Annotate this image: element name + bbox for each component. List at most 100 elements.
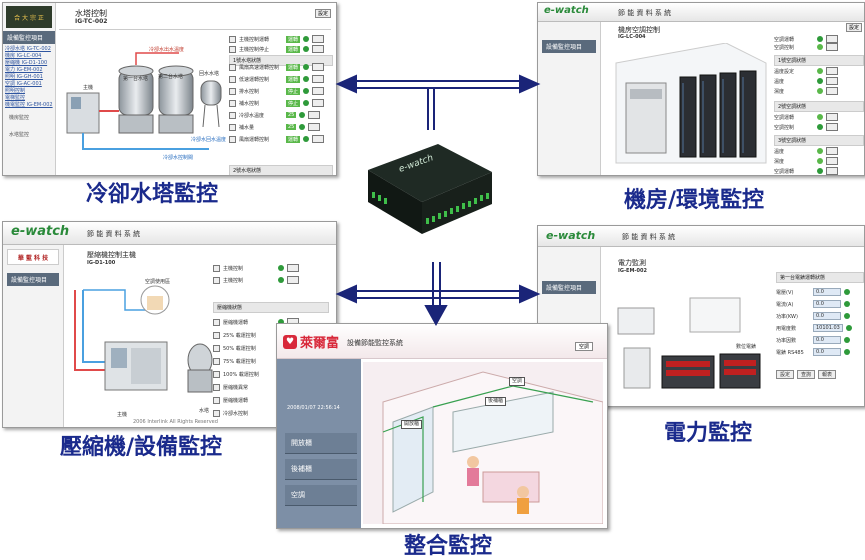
checkbox-icon[interactable] — [213, 383, 220, 391]
checkbox-icon[interactable] — [229, 75, 236, 83]
checkbox-icon[interactable] — [213, 370, 220, 378]
status-badge: 運轉 — [286, 35, 301, 43]
status-badge: 運轉 — [286, 63, 301, 71]
company-name: 華 藍 科 技 — [17, 254, 49, 262]
zone-select[interactable]: 空調 — [574, 342, 593, 351]
value-readout: 0.0 — [813, 348, 841, 356]
toggle-button[interactable] — [312, 75, 325, 83]
checkbox-icon[interactable] — [229, 87, 236, 95]
toggle-button[interactable] — [826, 167, 838, 175]
control-label: 溫度 — [774, 78, 785, 85]
control-label: 主機控制 — [223, 277, 244, 284]
control-row: 主機控制停止運轉 — [229, 45, 325, 53]
toggle-button[interactable] — [826, 35, 838, 43]
control-label: 100% 載運控制 — [223, 371, 259, 378]
toggle-button[interactable] — [312, 87, 325, 95]
control-row: 主機控制 — [213, 276, 299, 284]
toggle-button[interactable] — [826, 67, 838, 75]
checkbox-icon[interactable] — [213, 276, 220, 284]
toggle-button[interactable] — [287, 276, 299, 284]
checkbox-icon[interactable] — [213, 344, 220, 352]
caption-compressor: 壓縮機/設備監控 — [60, 434, 223, 460]
power-meter-diagram — [617, 297, 761, 389]
sidebar-item[interactable]: 照明 IG-GH-001 — [5, 74, 43, 80]
status-badge: 25 — [286, 112, 297, 118]
checkbox-icon[interactable] — [213, 357, 220, 365]
sidebar-item[interactable]: 機房 IG-LC-004 — [5, 53, 42, 59]
status-indicator-icon — [299, 112, 306, 118]
status-indicator-icon — [817, 114, 823, 120]
control-row: 空調控制 — [774, 43, 838, 51]
menu-item-back-case[interactable]: 後補櫃 — [285, 459, 357, 480]
sidebar-item[interactable]: 冷卻水塔 IG-TC-002 — [5, 46, 51, 52]
control-label: 濕度 — [774, 88, 785, 95]
status-indicator-icon — [817, 88, 823, 94]
checkbox-icon[interactable] — [213, 264, 220, 272]
sidebar-header: 設備監控項目 — [3, 31, 55, 44]
toggle-button[interactable] — [826, 147, 838, 155]
toggle-button[interactable] — [312, 63, 325, 71]
checkbox-icon[interactable] — [213, 409, 220, 417]
control-row: 空調控制 — [774, 123, 838, 131]
value-readout: 0.0 — [813, 336, 841, 344]
action-button[interactable]: 報表 — [818, 370, 837, 379]
action-button[interactable]: 查詢 — [797, 370, 816, 379]
sidebar-item[interactable]: 壓縮機 IG-D1-100 — [5, 60, 48, 66]
checkbox-icon[interactable] — [229, 123, 236, 131]
toggle-button[interactable] — [312, 35, 325, 43]
toggle-button[interactable] — [826, 113, 838, 121]
checkbox-icon[interactable] — [229, 35, 236, 43]
menu-item-open-case[interactable]: 開放櫃 — [285, 433, 357, 454]
settings-button[interactable]: 設定 — [314, 9, 331, 18]
control-label: 空調運轉 — [774, 168, 795, 175]
action-button[interactable]: 設定 — [776, 370, 795, 379]
ewatch-controller-device: e-watch — [368, 144, 492, 234]
checkbox-icon[interactable] — [229, 135, 236, 143]
sidebar-item[interactable]: 空調 IG-AC-001 — [5, 81, 42, 87]
checkbox-icon[interactable] — [229, 99, 236, 107]
checkbox-icon[interactable] — [229, 111, 236, 119]
control-label: 補水量 — [239, 124, 255, 131]
device-code: IG-D1-100 — [87, 260, 116, 266]
status-indicator-icon — [303, 64, 310, 70]
checkbox-icon[interactable] — [213, 396, 220, 404]
control-label: 濕度 — [774, 158, 785, 165]
checkbox-icon[interactable] — [229, 63, 236, 71]
device-code: IG-TC-002 — [75, 18, 108, 25]
control-label: 電壓(V) — [776, 289, 794, 296]
control-row: 電壓(V)0.0 — [776, 288, 850, 296]
control-row: 風扇高速運轉控制運轉 — [229, 63, 325, 71]
checkbox-icon[interactable] — [213, 318, 220, 326]
checkbox-icon[interactable] — [213, 331, 220, 339]
status-indicator-icon — [817, 148, 823, 154]
sidebar-item[interactable]: 電梯監控 — [5, 95, 26, 101]
sidebar-item[interactable]: 照明控制 — [5, 88, 26, 94]
toggle-button[interactable] — [826, 87, 838, 95]
settings-button[interactable]: 設定 — [845, 23, 862, 32]
status-indicator-icon — [844, 301, 850, 307]
brand-logo: ♥ 萊爾富 — [283, 332, 339, 351]
checkbox-icon[interactable] — [229, 45, 236, 53]
toggle-button[interactable] — [826, 157, 838, 165]
page-header: 水塔控制 IG-TC-002 設定 — [59, 7, 331, 30]
toggle-button[interactable] — [826, 123, 838, 131]
control-row: 溫度 — [774, 147, 838, 155]
status-indicator-icon — [817, 36, 823, 42]
sidebar-item[interactable]: 電力 IG-EM-002 — [5, 67, 43, 73]
toggle-button[interactable] — [308, 111, 321, 119]
toggle-button[interactable] — [312, 99, 325, 107]
toggle-button[interactable] — [312, 45, 325, 53]
toggle-button[interactable] — [287, 264, 299, 272]
toggle-button[interactable] — [826, 77, 838, 85]
toggle-button[interactable] — [312, 135, 325, 143]
brand-name: 萊爾富 — [300, 336, 340, 351]
toggle-button[interactable] — [308, 123, 321, 131]
sidebar-item[interactable]: 機電監控 IG-EM-002 — [5, 102, 53, 108]
toggle-button[interactable] — [826, 43, 838, 51]
status-indicator-icon — [303, 76, 310, 82]
menu-item-aircon[interactable]: 空調 — [285, 485, 357, 506]
status-indicator-icon — [817, 124, 823, 130]
